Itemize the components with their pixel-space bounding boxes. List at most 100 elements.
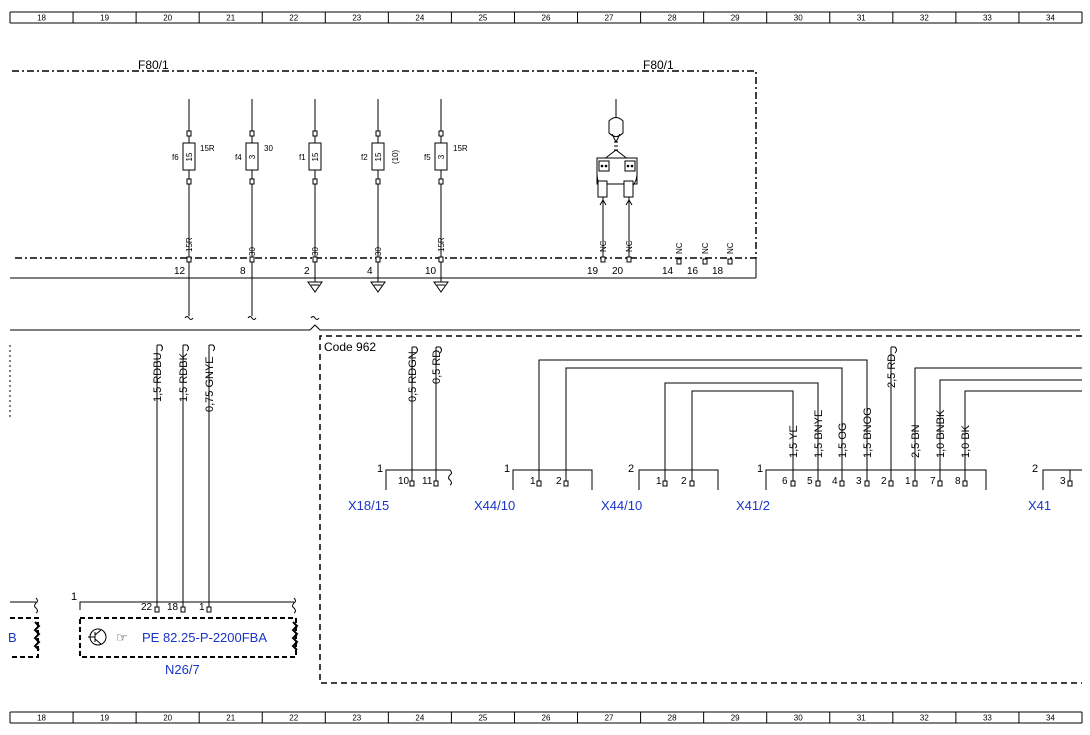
connector-number: 1 (377, 463, 383, 475)
ruler-label: 31 (857, 14, 866, 23)
wire-label: 1,5 BNYE (813, 410, 825, 458)
pointing-hand-icon: ☞ (116, 630, 128, 645)
wires-x41-right: 2,5 RD 2,5 BN 1,0 BNBK 1,0 BK (886, 346, 1082, 482)
connector-number: 1 (504, 463, 510, 475)
connector-x41: 2 3 X41 (1028, 463, 1082, 513)
wire-label: 1,5 BNOG (862, 407, 874, 458)
pin-number: 8 (955, 476, 961, 487)
fuse-box-f80-1: F80/1 F80/1 (10, 58, 757, 279)
wire-label: 15R (437, 237, 446, 252)
connector-number: 2 (628, 463, 634, 475)
fuse-id: f2 (361, 153, 368, 162)
connector-number: 1 (71, 591, 77, 603)
pin-number: 10 (398, 476, 410, 487)
wire-label: 1,5 OG (837, 423, 849, 458)
transistor-icon (88, 628, 107, 646)
wire-label: 30 (248, 247, 257, 256)
pin-number: 8 (240, 266, 246, 277)
bus-line (10, 316, 1080, 331)
fuse-f6: 15 f6 15R 15R 12 (172, 99, 215, 316)
fuse-value: 3 (248, 154, 257, 159)
connector-id: X41 (1028, 498, 1051, 513)
fuse-f4: 3 f4 30 30 8 (235, 99, 273, 316)
wires-x18-15: 0,5 RDGN 0,5 RD (407, 346, 443, 482)
fuse-f2: 15 f2 (10) 30 4 (361, 99, 400, 293)
ruler-label: 22 (289, 14, 298, 23)
ruler-label: 18 (37, 714, 46, 723)
ruler-label: 34 (1046, 714, 1055, 723)
pin-number: 20 (612, 266, 624, 277)
ruler-label: 27 (605, 14, 614, 23)
ruler-label: 25 (478, 14, 487, 23)
ruler-label: 18 (37, 14, 46, 23)
connector-number: 1 (757, 463, 763, 475)
relay-component: NC NC 19 20 (587, 99, 638, 277)
fuse-rating: (10) (391, 149, 400, 164)
pin-number: 3 (1060, 476, 1066, 487)
module-reference: PE 82.25-P-2200FBA (142, 630, 267, 645)
wire-label: 1,5 YE (788, 425, 800, 458)
connector-number: 2 (1032, 463, 1038, 475)
pin-number: 2 (681, 476, 687, 487)
fuse-value: 3 (437, 154, 446, 159)
connector-x41-2: 1 6 5 4 3 2 1 7 8 X41/2 (736, 463, 987, 513)
wire-label: 1,0 BNBK (935, 409, 947, 458)
pin-number: 12 (174, 266, 186, 277)
connector-x44-10-b: 2 1 2 X44/10 (601, 463, 719, 513)
pin-number: 10 (425, 266, 437, 277)
fuse-f5: 3 f5 15R 15R 10 (424, 99, 468, 293)
ruler-label: 33 (983, 14, 992, 23)
wire-label: 15R (185, 237, 194, 252)
wire-label: NC (625, 240, 634, 252)
ruler-label: 32 (920, 14, 929, 23)
left-partial-module: B (8, 597, 41, 658)
wire-label: 1,5 RDBK (178, 352, 190, 402)
wire-label: 0,5 RDGN (407, 351, 419, 402)
pin-number: 3 (856, 476, 862, 487)
wires-n26-7: 1,5 RDBU 1,5 RDBK 0,75 GNYE (152, 344, 216, 608)
wire-label: NC (675, 242, 684, 254)
ruler-label: 25 (478, 714, 487, 723)
pin-number: 16 (687, 266, 699, 277)
wire-label: 2,5 RD (886, 354, 898, 388)
wire-label: 30 (374, 247, 383, 256)
pin-number: 19 (587, 266, 599, 277)
connector-id: X44/10 (601, 498, 642, 513)
ruler-label: 20 (163, 714, 172, 723)
fuse-id: f5 (424, 153, 431, 162)
ruler-label: 19 (100, 14, 109, 23)
ruler-label: 26 (542, 714, 551, 723)
pin-number: 1 (199, 602, 205, 613)
code-962-box: Code 962 (319, 335, 1082, 684)
fuse-id: f6 (172, 153, 179, 162)
ruler-label: 34 (1046, 14, 1055, 23)
pin-number: 18 (167, 602, 179, 613)
pin-number: 1 (656, 476, 662, 487)
ruler-label: 33 (983, 714, 992, 723)
ruler-label: 24 (415, 714, 424, 723)
fuse-rating: 15R (453, 144, 468, 153)
wire-label: 1,0 BK (960, 424, 972, 458)
ruler-label: 22 (289, 714, 298, 723)
fuse-value: 15 (374, 152, 383, 161)
ruler-label: 31 (857, 714, 866, 723)
fuse-value: 15 (311, 152, 320, 161)
ruler-label: 20 (163, 14, 172, 23)
ruler-label: 30 (794, 14, 803, 23)
pin-number: 11 (422, 476, 433, 487)
pin-number: 5 (807, 476, 813, 487)
fuse-id: f1 (299, 153, 306, 162)
pin-number: 22 (141, 602, 153, 613)
pin-number: 4 (367, 266, 373, 277)
wire-breaks (184, 316, 257, 320)
fuse-f1: 15 f1 30 2 (299, 99, 323, 293)
connector-id: X44/10 (474, 498, 515, 513)
connector-id: X18/15 (348, 498, 389, 513)
ruler-label: 29 (731, 14, 740, 23)
wire-label: 30 (311, 247, 320, 256)
module-n26-7: 1 22 18 1 ☞ PE 82.25-P-2200FBA N26/7 (71, 591, 299, 677)
pin-number: 1 (905, 476, 911, 487)
wire-label: NC (599, 240, 608, 252)
